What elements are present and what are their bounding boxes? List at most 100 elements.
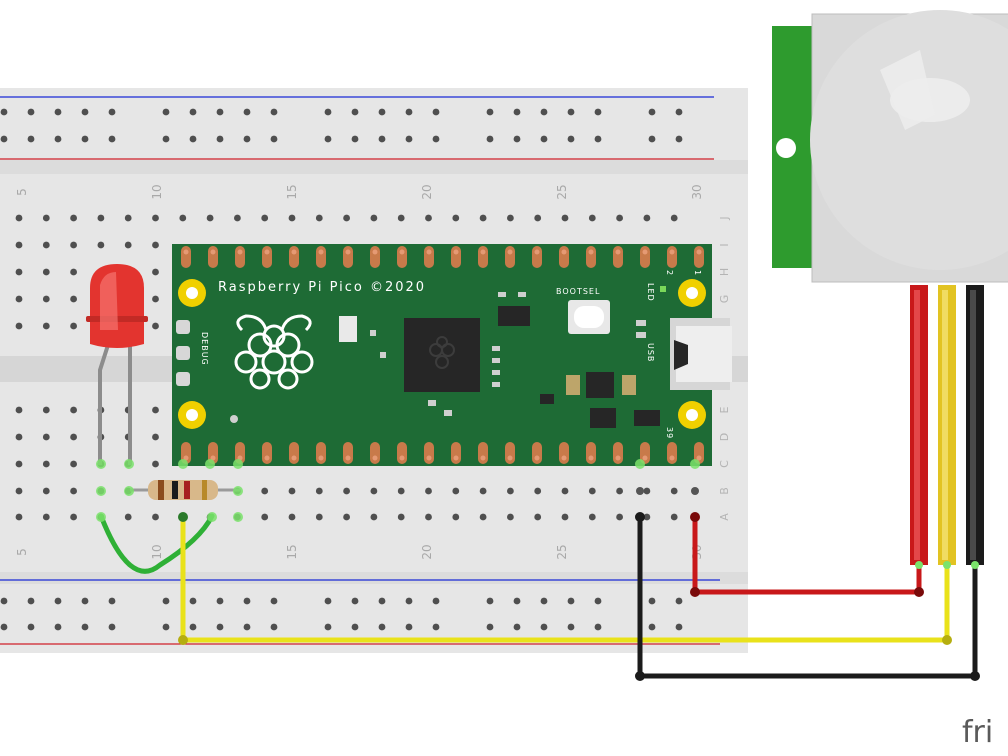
pico-components	[230, 286, 666, 428]
resistor-band-3	[184, 481, 190, 499]
breadboard-hole	[315, 487, 323, 495]
breadboard-hole	[97, 214, 105, 222]
breadboard-hole	[643, 214, 651, 222]
breadboard-hole	[15, 268, 23, 276]
column-number: 15	[285, 544, 299, 559]
pico-pin-hole	[210, 455, 216, 461]
rail-hole	[540, 597, 548, 605]
pico-pin	[262, 246, 272, 268]
rail-hole	[513, 108, 521, 116]
rail-hole	[216, 108, 224, 116]
pico-bootsel-label: BOOTSEL	[556, 287, 600, 296]
breadboard-hole	[425, 487, 432, 495]
bootsel-button[interactable]	[568, 300, 610, 334]
breadboard-hole	[15, 295, 23, 303]
pico-pin	[181, 442, 191, 464]
black-ground-wire[interactable]	[637, 517, 978, 679]
breadboard-hole	[343, 513, 350, 521]
breadboard-hole	[479, 487, 487, 495]
breadboard-hole	[70, 433, 77, 441]
pico-pin-hole	[399, 455, 405, 461]
resistor-band-2	[172, 481, 178, 499]
pico-pin	[424, 442, 434, 464]
pico-pin-hole	[588, 249, 594, 255]
breadboard-hole	[70, 241, 77, 249]
pico-pin-hole	[561, 455, 567, 461]
resistor-band-4	[202, 480, 207, 500]
rail-hole	[270, 108, 278, 116]
breadboard-hole	[206, 214, 214, 222]
breadboard-row-letters: JIHGFEDCBA	[718, 216, 731, 520]
breadboard-hole	[370, 487, 378, 495]
pico-pin-hole	[426, 249, 432, 255]
breadboard-hole	[70, 487, 77, 495]
row-letter: D	[718, 433, 731, 441]
breadboard-hole	[234, 214, 241, 222]
rail-hole	[378, 597, 386, 605]
breadboard-hole	[507, 214, 514, 222]
rail-hole	[594, 108, 602, 116]
breadboard-hole	[42, 513, 50, 521]
pico-pin	[505, 246, 515, 268]
row-letter: E	[718, 406, 731, 413]
pico-pin-hole	[210, 249, 216, 255]
pico-pin	[613, 442, 623, 464]
rail-hole	[540, 135, 548, 143]
pico-pin	[397, 246, 407, 268]
pico-pin-hole	[534, 249, 540, 255]
green-jumper-wire[interactable]	[98, 513, 215, 574]
rail-hole	[351, 597, 359, 605]
breadboard-hole	[42, 433, 50, 441]
breadboard-hole	[315, 214, 323, 222]
pico-pin-39-label: 39	[665, 427, 674, 439]
pico-pin-hole	[561, 249, 567, 255]
pico-pin-hole	[480, 249, 486, 255]
row-letter: C	[718, 460, 731, 468]
rail-hole	[189, 135, 197, 143]
resistor[interactable]	[130, 480, 240, 500]
rail-hole	[351, 135, 359, 143]
pico-pin	[289, 442, 299, 464]
breadboard-hole	[616, 513, 623, 521]
raspberry-pi-pico[interactable]: Raspberry Pi Pico ©2020 DEBUG USB LED BO…	[172, 244, 732, 466]
pico-pin	[181, 246, 191, 268]
pico-pin	[262, 442, 272, 464]
pico-pin	[694, 246, 704, 268]
led-leg-cathode	[98, 344, 110, 465]
rail-hole	[54, 135, 62, 143]
breadboard-hole	[152, 295, 159, 303]
breadboard-hole	[261, 513, 269, 521]
rail-hole	[81, 597, 89, 605]
rail-hole	[270, 597, 278, 605]
pico-board-name: Raspberry Pi Pico ©2020	[218, 280, 426, 295]
rail-hole	[108, 108, 116, 116]
pir-motion-sensor[interactable]	[772, 10, 1008, 565]
connected-holes	[96, 459, 700, 522]
pico-usb-label: USB	[646, 343, 655, 362]
rail-hole	[675, 135, 683, 143]
resistor-band-1	[158, 480, 164, 500]
rail-hole	[0, 135, 8, 143]
rail-hole	[216, 597, 224, 605]
pico-pin-hole	[453, 455, 459, 461]
pico-pin-hole	[453, 249, 459, 255]
pico-pin	[532, 442, 542, 464]
rail-hole	[486, 108, 494, 116]
breadboard-hole	[124, 241, 132, 249]
pico-pin-hole	[426, 455, 432, 461]
pico-pin-hole	[183, 249, 189, 255]
column-number: 10	[150, 544, 164, 559]
yellow-signal-wire[interactable]	[180, 517, 950, 643]
red-led[interactable]	[86, 264, 148, 465]
breadboard-hole	[343, 214, 350, 222]
usb-port[interactable]	[670, 318, 732, 390]
pico-pin-hole	[237, 249, 243, 255]
breadboard-hole	[288, 513, 296, 521]
breadboard-hole	[15, 322, 23, 330]
pico-pin	[208, 442, 218, 464]
breadboard-hole	[370, 513, 378, 521]
rail-hole	[27, 108, 35, 116]
pico-pin	[532, 246, 542, 268]
rail-hole	[162, 597, 170, 605]
